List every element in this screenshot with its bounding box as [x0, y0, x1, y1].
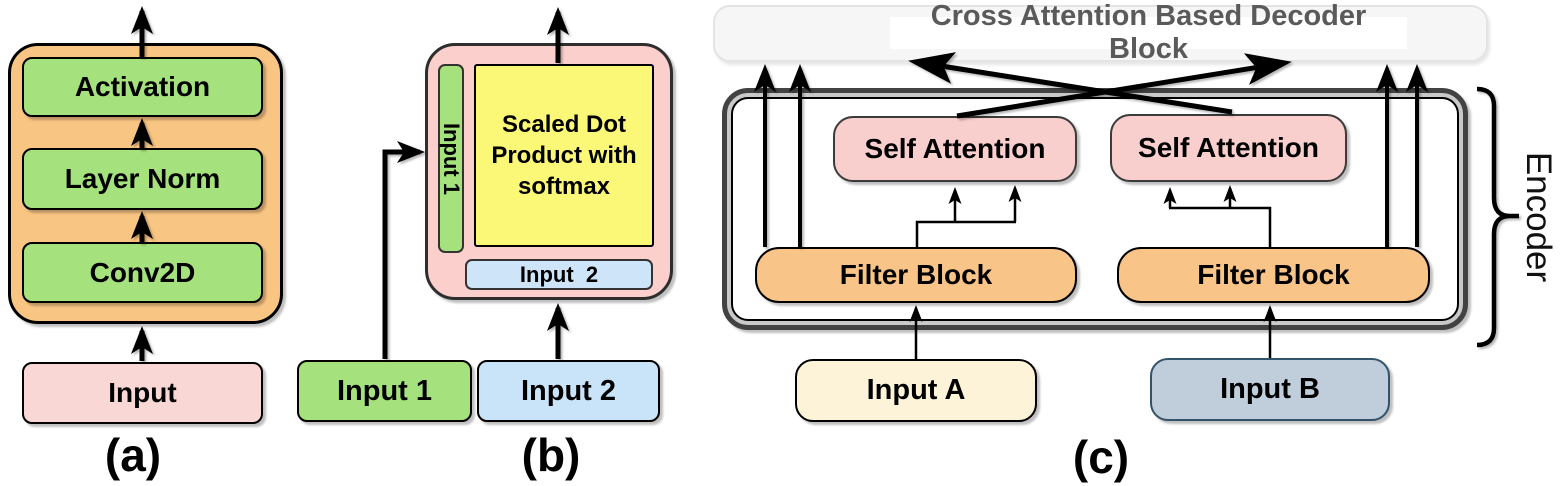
horizontal-input2-label: Input 2	[519, 261, 599, 287]
caption-c: (c)	[1072, 431, 1130, 483]
caption-a: (a)	[104, 429, 162, 481]
brace-path	[1476, 86, 1511, 348]
self-attention-right-block: Self Attention	[1110, 114, 1347, 182]
vertical-input1-strip: Input 1	[438, 64, 464, 253]
filter-block-left-label: Filter Block	[839, 259, 993, 290]
input1-label: Input 1	[336, 374, 433, 407]
input2-block: Input 2	[477, 360, 660, 422]
caption-b: (b)	[521, 429, 581, 481]
scaled-dot-product-label: Scaled Dot Product with softmax	[491, 110, 637, 201]
input1-block: Input 1	[297, 360, 472, 422]
input-a-label: Input A	[866, 374, 966, 406]
horizontal-input2-strip: Input 2	[465, 259, 653, 290]
encoder-brace	[1476, 86, 1519, 348]
self-attention-left-block: Self Attention	[833, 116, 1077, 182]
self-attention-left-label: Self Attention	[864, 133, 1046, 164]
activation-block: Activation	[22, 57, 263, 117]
input-a-block: Input A	[795, 359, 1037, 422]
encoder-label: Encoder	[1519, 151, 1558, 283]
self-attention-right-label: Self Attention	[1138, 132, 1319, 163]
input-b-label: Input B	[1220, 373, 1320, 405]
arrow-input1-to-block-b	[382, 141, 425, 359]
layer-norm-block: Layer Norm	[22, 148, 263, 210]
input-block-a: Input	[22, 362, 263, 424]
input-b-block: Input B	[1150, 358, 1390, 421]
input-label-a: Input	[108, 377, 177, 408]
conv2d-block: Conv2D	[22, 242, 263, 303]
decoder-banner-label: Cross Attention Based Decoder Block	[930, 0, 1367, 65]
vertical-input1-label: Input 1	[439, 122, 465, 195]
filter-block-right: Filter Block	[1117, 247, 1430, 303]
decoder-banner-label-bg: Cross Attention Based Decoder Block	[890, 0, 1407, 65]
layer-norm-label: Layer Norm	[64, 163, 221, 194]
filter-block-right-label: Filter Block	[1197, 259, 1350, 290]
scaled-dot-product-block: Scaled Dot Product with softmax	[474, 64, 654, 247]
conv2d-label: Conv2D	[89, 256, 196, 288]
filter-block-left: Filter Block	[755, 247, 1077, 303]
input2-label: Input 2	[520, 374, 617, 407]
activation-label: Activation	[74, 71, 211, 102]
